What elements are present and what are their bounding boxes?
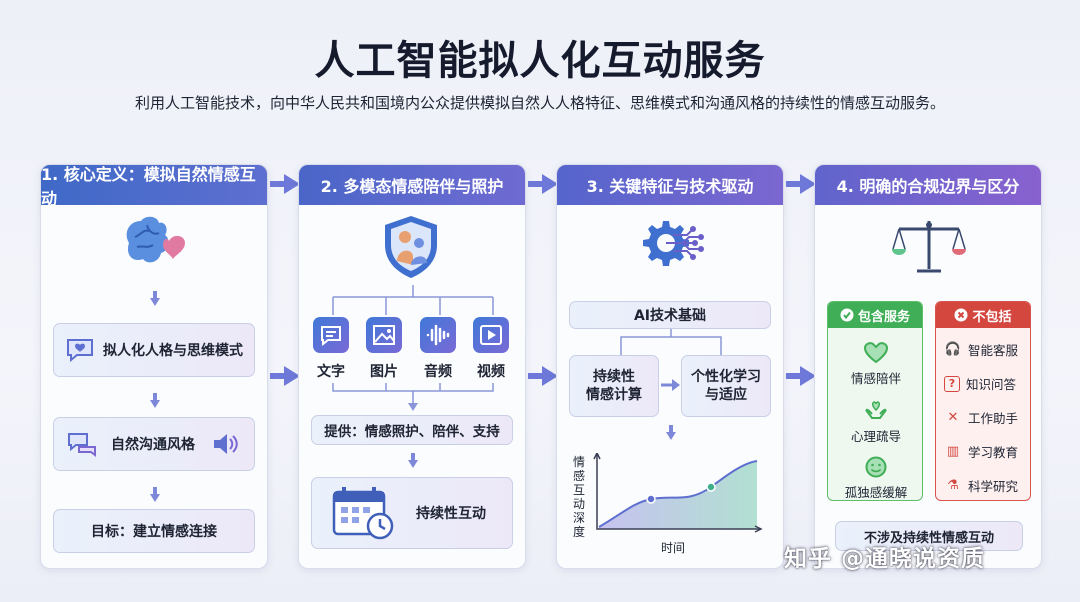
exclude-row: ⚗ 科学研究	[944, 476, 1018, 495]
smile-icon	[865, 456, 887, 478]
step-goal: 目标：建立情感连接	[53, 509, 255, 553]
care-hands-icon	[865, 401, 887, 419]
image-icon	[366, 317, 402, 353]
flask-icon: ⚗	[947, 478, 959, 493]
exclude-column: 不包括 🎧 智能客服 ? 知识问答 ✕ 工作助手 ▥ 学习教育 ⚗ 科学研究	[935, 301, 1031, 501]
chat-icon	[313, 317, 349, 353]
include-item: 孤独感缓解	[844, 485, 908, 500]
provide-label: 提供：情感照护、陪伴、支持	[324, 424, 500, 440]
emotion-computing-label: 持续性 情感计算	[586, 369, 642, 403]
page-subtitle: 利用人工智能技术，向中华人民共和国境内公众提供模拟自然人人格特征、思维模式和沟通…	[134, 94, 945, 112]
down-arrow	[666, 425, 676, 441]
merge-lines	[332, 383, 494, 411]
media-label-text: 文字	[317, 364, 345, 380]
down-arrow	[150, 291, 160, 307]
audio-icon	[420, 317, 456, 353]
exclude-item: 科学研究	[968, 479, 1019, 494]
down-arrow	[150, 487, 160, 503]
outcome-box: 持续性互动	[311, 477, 513, 549]
chart-area	[599, 461, 757, 529]
step-label: 拟人化人格与思维模式	[103, 343, 243, 359]
watermark: 知乎 @通晓说资质	[784, 546, 986, 572]
media-label-image: 图片	[370, 364, 398, 380]
chart-point	[706, 482, 716, 492]
exclude-item: 工作助手	[968, 411, 1019, 426]
headset-icon: 🎧	[944, 342, 962, 357]
chart-xlabel: 时间	[661, 541, 686, 555]
exclude-title: 不包括	[972, 309, 1012, 325]
card-multimodal: 2. 多模态情感陪伴与照护 文字 图片 音频 视频 提供：情感照护、陪伴、支持	[298, 164, 526, 569]
card-header: 3. 关键特征与技术驱动	[557, 165, 783, 205]
flow-arrow	[528, 366, 558, 386]
exclude-row: ▥ 学习教育	[944, 442, 1018, 461]
include-column: 包含服务 情感陪伴 心理疏导 孤独感缓解	[827, 301, 923, 501]
exclude-item: 智能客服	[968, 343, 1019, 358]
exclude-item: 学习教育	[968, 445, 1019, 460]
book-icon: ▥	[946, 444, 960, 459]
include-item: 情感陪伴	[850, 371, 901, 386]
compliance-footer-label: 不涉及持续性情感互动	[863, 530, 994, 546]
exclude-row: 🎧 智能客服	[944, 340, 1018, 359]
chart-line	[598, 460, 758, 528]
chat-icon	[68, 433, 96, 457]
provide-box: 提供：情感照护、陪伴、支持	[311, 415, 513, 445]
x-icon	[954, 308, 968, 322]
media-label-video: 视频	[477, 364, 505, 380]
personalized-learning-label: 个性化学习 与适应	[691, 369, 761, 403]
shield-family-icon	[385, 216, 437, 278]
question-icon: ?	[944, 375, 960, 392]
exclude-item: 知识问答	[966, 377, 1017, 392]
heart-icon	[864, 342, 888, 364]
card-compliance: 4. 明确的合规边界与区分 包含服务 情感陪伴 心理疏导 孤独感缓解 不包括 🎧…	[814, 164, 1042, 569]
page-title: 人工智能拟人化互动服务	[314, 38, 766, 84]
split-lines	[620, 329, 722, 355]
step-communication: 自然沟通风格	[53, 417, 255, 471]
exclude-row: ? 知识问答	[944, 374, 1016, 393]
brain-heart-icon	[126, 216, 185, 263]
outcome-label: 持续性互动	[416, 506, 486, 522]
tools-icon: ✕	[947, 410, 959, 425]
include-header: 包含服务	[828, 302, 922, 328]
flow-arrow	[270, 174, 300, 194]
media-label-audio: 音频	[424, 364, 452, 380]
speaker-icon	[214, 434, 238, 454]
chat-heart-icon	[67, 339, 93, 363]
card-header: 1. 核心定义：模拟自然情感互动	[41, 165, 267, 208]
video-icon	[473, 317, 509, 353]
flow-arrow	[528, 174, 558, 194]
engagement-chart	[593, 453, 763, 533]
chart-ylabel: 情感互动深度	[573, 455, 586, 539]
flow-arrow	[786, 366, 816, 386]
gear-circuit-icon	[643, 221, 704, 266]
ai-base-label: AI技术基础	[633, 308, 707, 324]
check-icon	[840, 308, 854, 322]
scales-icon	[892, 221, 966, 273]
down-arrow	[150, 393, 160, 409]
down-arrow	[408, 453, 418, 469]
connector-lines	[332, 285, 494, 315]
compliance-footer: 不涉及持续性情感互动	[835, 521, 1023, 551]
personalized-learning-box: 个性化学习 与适应	[681, 355, 771, 417]
flow-arrow	[786, 174, 816, 194]
include-title: 包含服务	[857, 309, 910, 325]
calendar-clock-icon	[332, 487, 394, 540]
card-header: 4. 明确的合规边界与区分	[815, 165, 1041, 205]
include-item: 心理疏导	[850, 429, 901, 444]
emotion-computing-box: 持续性 情感计算	[569, 355, 659, 417]
flow-arrow	[270, 366, 300, 386]
chart-point	[646, 494, 656, 504]
chart-axes	[596, 453, 761, 530]
step-label: 自然沟通风格	[111, 437, 195, 453]
ai-base-box: AI技术基础	[569, 301, 771, 329]
exclude-row: ✕ 工作助手	[944, 408, 1018, 427]
card-header: 2. 多模态情感陪伴与照护	[299, 165, 525, 205]
exclude-header: 不包括	[936, 302, 1030, 328]
card-core-definition: 1. 核心定义：模拟自然情感互动 拟人化人格与思维模式 自然沟通风格 目标：建立…	[40, 164, 268, 569]
step-label: 目标：建立情感连接	[91, 524, 217, 540]
step-persona: 拟人化人格与思维模式	[53, 323, 255, 377]
card-key-features: 3. 关键特征与技术驱动 AI技术基础 持续性 情感计算 个性化学习 与适应 情…	[556, 164, 784, 569]
sideways-arrow	[661, 379, 680, 391]
